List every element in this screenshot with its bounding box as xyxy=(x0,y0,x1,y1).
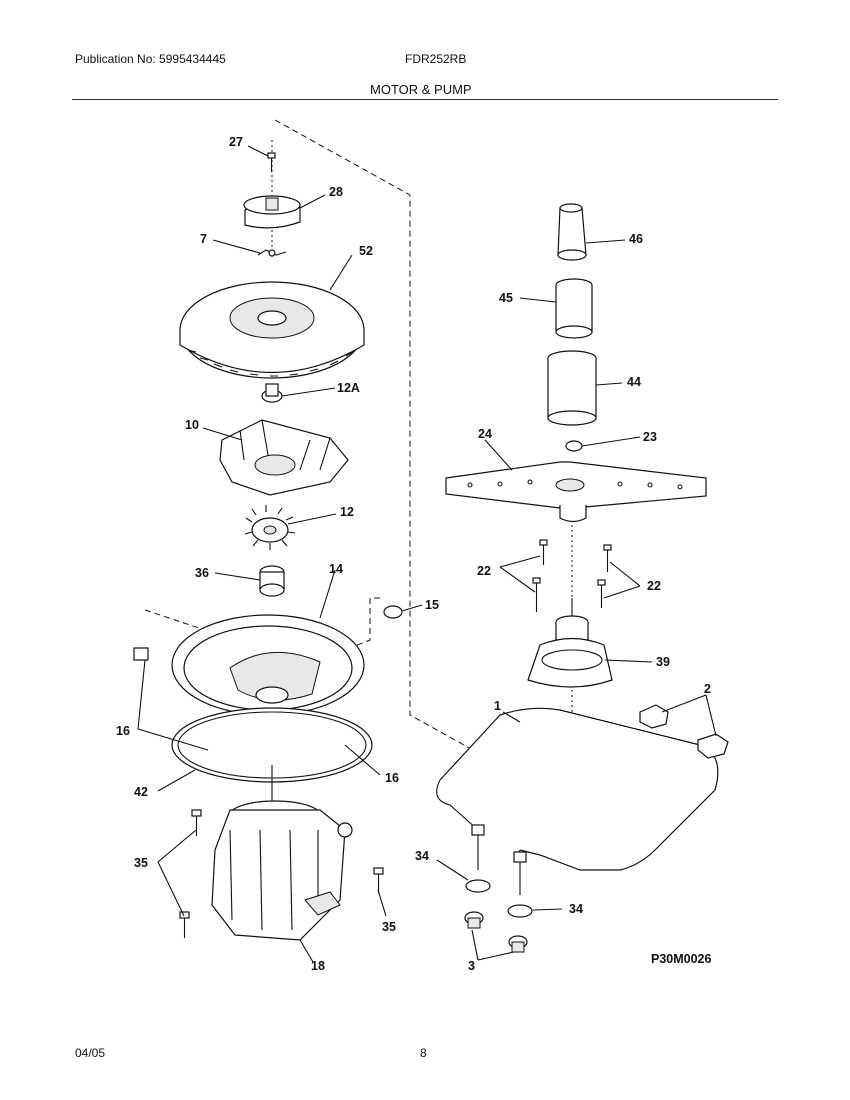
drawing-code: P30M0026 xyxy=(651,952,712,966)
filter-44 xyxy=(547,350,597,426)
callout-34-left: 34 xyxy=(415,849,429,863)
clip-7 xyxy=(257,249,287,257)
callout-16-right: 16 xyxy=(385,771,399,785)
tube-45 xyxy=(555,278,593,339)
heater-element-1 xyxy=(436,707,719,871)
clip-16-a xyxy=(133,647,149,661)
terminals-34 xyxy=(465,824,533,918)
callout-39: 39 xyxy=(656,655,670,669)
screw-27 xyxy=(267,152,276,172)
callout-27: 27 xyxy=(229,135,243,149)
screws-22 xyxy=(532,539,612,612)
part-36 xyxy=(259,565,285,597)
nuts-3 xyxy=(464,911,528,953)
section-title: MOTOR & PUMP xyxy=(370,82,472,97)
model-number: FDR252RB xyxy=(405,52,467,66)
motor-18 xyxy=(211,765,353,941)
gear-12 xyxy=(244,505,296,550)
leader-lines xyxy=(137,145,717,963)
callout-23: 23 xyxy=(643,430,657,444)
callout-18: 18 xyxy=(311,959,325,973)
tube-46 xyxy=(557,203,587,261)
callout-14: 14 xyxy=(329,562,343,576)
page-number: 8 xyxy=(420,1046,427,1060)
callout-2: 2 xyxy=(704,682,711,696)
callout-1: 1 xyxy=(494,699,501,713)
spray-arm-24 xyxy=(445,461,707,523)
callout-36: 36 xyxy=(195,566,209,580)
impeller-52 xyxy=(179,281,365,379)
callout-45: 45 xyxy=(499,291,513,305)
header-rule xyxy=(72,99,778,100)
callout-labels: 27 28 7 52 12A 10 12 36 14 15 16 16 42 3… xyxy=(116,135,712,973)
publication-number: Publication No: 5995434445 xyxy=(75,52,226,66)
footer-date: 04/05 xyxy=(75,1046,106,1060)
screw-35-b xyxy=(179,911,190,938)
part-12A xyxy=(261,383,283,403)
bracket-2 xyxy=(639,704,729,759)
callout-46: 46 xyxy=(629,232,643,246)
manifold-39 xyxy=(527,598,613,688)
callout-22-left: 22 xyxy=(477,564,491,578)
screw-35-c xyxy=(373,867,384,893)
callout-42: 42 xyxy=(134,785,148,799)
callout-52: 52 xyxy=(359,244,373,258)
callout-12A: 12A xyxy=(337,381,360,395)
callout-35-right: 35 xyxy=(382,920,396,934)
callout-7: 7 xyxy=(200,232,207,246)
callout-34-right: 34 xyxy=(569,902,583,916)
pump-base-14 xyxy=(171,614,365,716)
callout-12: 12 xyxy=(340,505,354,519)
housing-10 xyxy=(219,419,349,496)
callout-16-left: 16 xyxy=(116,724,130,738)
seal-15 xyxy=(383,605,403,619)
callout-15: 15 xyxy=(425,598,439,612)
callout-35-left: 35 xyxy=(134,856,148,870)
callout-3: 3 xyxy=(468,959,475,973)
callout-24: 24 xyxy=(478,427,492,441)
nut-23 xyxy=(565,440,583,452)
callout-10: 10 xyxy=(185,418,199,432)
screw-35-a xyxy=(191,809,202,836)
cap-28 xyxy=(243,195,301,229)
callout-44: 44 xyxy=(627,375,641,389)
callout-22-right: 22 xyxy=(647,579,661,593)
callout-28: 28 xyxy=(329,185,343,199)
